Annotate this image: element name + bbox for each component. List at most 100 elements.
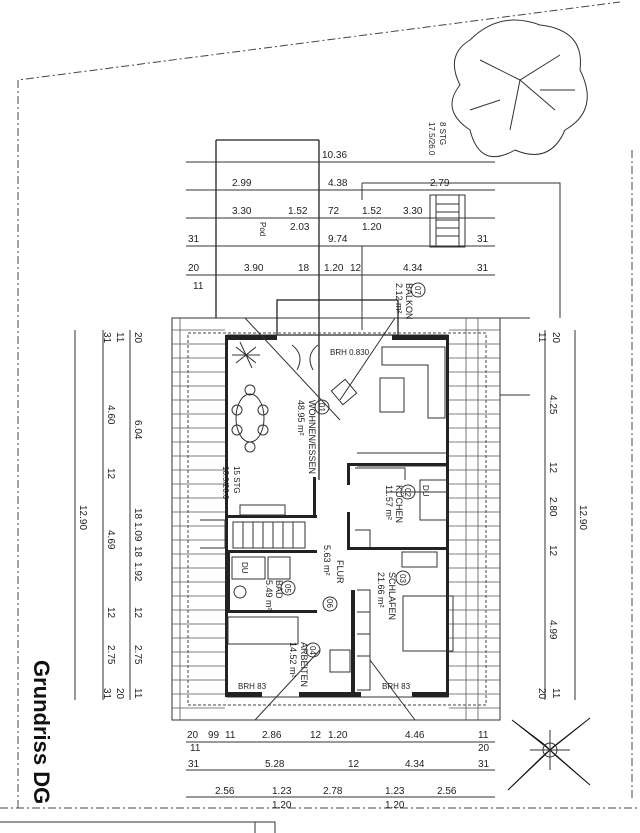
roof-tiles	[171, 317, 501, 721]
svg-text:11: 11	[536, 332, 547, 343]
svg-text:11.57 m²: 11.57 m²	[384, 485, 394, 520]
svg-text:BAD: BAD	[274, 580, 284, 599]
room-kuechen: 02 KÜCHEN 11.57 m²	[384, 484, 416, 523]
svg-text:31: 31	[478, 759, 490, 770]
svg-text:20: 20	[187, 730, 199, 741]
svg-text:2.86: 2.86	[262, 730, 282, 741]
svg-text:12: 12	[547, 545, 558, 557]
svg-text:Pod: Pod	[258, 222, 267, 236]
svg-text:4.34: 4.34	[405, 759, 425, 770]
room-flur: 06 FLUR 5.63 m²	[322, 545, 345, 612]
svg-text:5.49 m²: 5.49 m²	[264, 580, 274, 611]
svg-text:1.20: 1.20	[328, 730, 348, 741]
svg-text:20: 20	[188, 263, 200, 274]
svg-text:2.56: 2.56	[215, 786, 235, 797]
right-dimensions: 20 11 4.25 12 2.80 12 4.99 11 20 12.90	[536, 332, 588, 700]
svg-text:14.52 m²: 14.52 m²	[288, 642, 298, 678]
svg-text:11: 11	[478, 730, 489, 741]
svg-text:11: 11	[225, 730, 236, 741]
svg-text:20: 20	[132, 332, 143, 344]
svg-text:12: 12	[547, 462, 558, 474]
svg-text:5.28: 5.28	[265, 759, 285, 770]
svg-text:4.34: 4.34	[403, 263, 423, 274]
svg-text:18.9/26.0: 18.9/26.0	[221, 466, 230, 500]
svg-text:4.99: 4.99	[547, 620, 558, 640]
svg-text:12: 12	[132, 607, 143, 619]
svg-text:8 STG: 8 STG	[438, 122, 447, 145]
svg-text:99: 99	[208, 730, 220, 741]
svg-text:2.75: 2.75	[105, 645, 116, 665]
svg-text:BRH 83: BRH 83	[382, 682, 411, 691]
svg-text:12: 12	[310, 730, 322, 741]
room-bad: 05 BAD 5.49 m²	[264, 580, 296, 611]
svg-text:18: 18	[132, 508, 143, 520]
svg-text:12: 12	[348, 759, 360, 770]
svg-text:20: 20	[478, 743, 490, 754]
svg-text:17.5/26.0: 17.5/26.0	[427, 122, 436, 156]
svg-text:2.99: 2.99	[232, 178, 252, 189]
svg-text:1.92: 1.92	[132, 562, 143, 582]
extension-lines	[215, 139, 320, 480]
svg-text:18: 18	[298, 263, 310, 274]
svg-text:1.20: 1.20	[385, 800, 405, 811]
svg-text:2.78: 2.78	[323, 786, 343, 797]
svg-text:BALKON: BALKON	[404, 283, 414, 320]
svg-text:20: 20	[536, 688, 547, 700]
svg-text:FLUR: FLUR	[335, 560, 345, 584]
svg-text:01: 01	[317, 403, 326, 412]
svg-text:72: 72	[328, 206, 340, 217]
svg-text:11: 11	[114, 332, 125, 343]
svg-text:1.20: 1.20	[272, 800, 292, 811]
svg-text:10.36: 10.36	[322, 150, 347, 161]
svg-text:WOHNEN/ESSEN: WOHNEN/ESSEN	[307, 400, 317, 474]
svg-text:4.38: 4.38	[328, 178, 348, 189]
left-dimensions: 12.90 31 11 4.60 12 4.69 12 2.75 31 20 2…	[77, 332, 143, 700]
tree-icon	[451, 19, 588, 158]
svg-text:ARBEITEN: ARBEITEN	[299, 642, 309, 687]
svg-text:31: 31	[101, 332, 112, 344]
svg-text:48.95 m²: 48.95 m²	[296, 400, 306, 436]
svg-text:BRH 83: BRH 83	[238, 682, 267, 691]
bottom-dimensions: 20 99 11 2.86 12 1.20 4.46 11 11 31 5.28…	[187, 730, 490, 811]
top-dimensions: 10.36 2.99 4.38 2.79 3.30 1.52 72 1.52 3…	[188, 122, 489, 292]
svg-text:4.46: 4.46	[405, 730, 425, 741]
room-arbeiten: 04 ARBEITEN 14.52 m²	[288, 642, 321, 687]
room-wohnen-essen: 01 WOHNEN/ESSEN 48.95 m²	[296, 399, 330, 474]
svg-text:02: 02	[403, 488, 412, 497]
svg-text:DU: DU	[421, 485, 430, 497]
svg-text:31: 31	[101, 688, 112, 700]
svg-text:15 STG: 15 STG	[232, 466, 241, 494]
room-labels: 01 WOHNEN/ESSEN 48.95 m² 02 KÜCHEN 11.57…	[221, 282, 430, 691]
svg-text:31: 31	[188, 234, 200, 245]
svg-text:2.79: 2.79	[430, 178, 450, 189]
svg-text:4.60: 4.60	[105, 405, 116, 425]
svg-text:12: 12	[350, 263, 362, 274]
svg-text:18: 18	[132, 546, 143, 558]
svg-text:BRH 0.830: BRH 0.830	[330, 348, 370, 357]
svg-text:2.03: 2.03	[290, 222, 310, 233]
svg-text:06: 06	[325, 599, 334, 608]
svg-text:12.90: 12.90	[77, 505, 88, 530]
svg-text:1.09: 1.09	[132, 522, 143, 542]
svg-text:03: 03	[398, 574, 407, 583]
svg-text:20: 20	[550, 332, 561, 344]
drawing-title: Grundriss DG	[29, 660, 54, 804]
svg-text:5.63 m²: 5.63 m²	[322, 545, 332, 576]
svg-text:11: 11	[550, 688, 561, 699]
svg-text:11: 11	[132, 688, 143, 699]
svg-text:05: 05	[283, 584, 292, 593]
svg-text:12.90: 12.90	[577, 505, 588, 530]
building	[187, 317, 487, 721]
svg-text:2.12 m²: 2.12 m²	[394, 283, 404, 314]
svg-text:4.25: 4.25	[547, 395, 558, 415]
svg-text:21.66 m²: 21.66 m²	[376, 572, 386, 608]
svg-text:11: 11	[190, 743, 201, 754]
svg-text:1.52: 1.52	[288, 206, 308, 217]
svg-text:11: 11	[193, 281, 204, 292]
outside-stairs	[429, 194, 466, 248]
bottom-dimension-lines	[186, 741, 495, 798]
svg-text:1.20: 1.20	[362, 222, 382, 233]
svg-text:07: 07	[413, 286, 422, 295]
extension-lines-right	[361, 182, 561, 396]
